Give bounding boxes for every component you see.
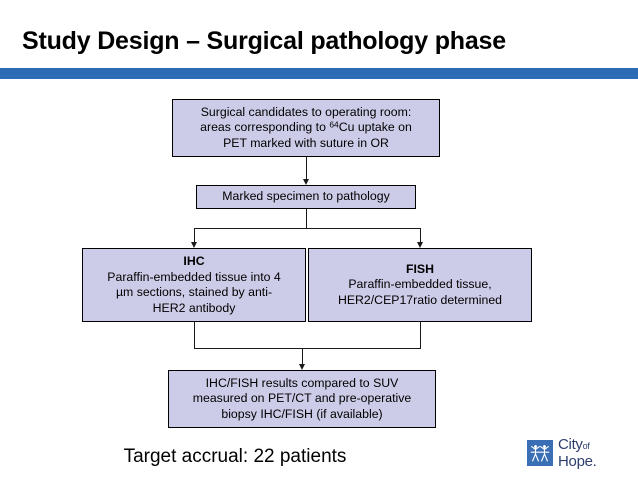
connector-operating-room-to-pathology	[306, 157, 307, 179]
flow-node-ihc-header: IHC	[183, 254, 205, 268]
arrowhead-to-ihc	[190, 242, 197, 248]
city-of-hope-logo-mark	[527, 440, 553, 466]
flow-node-results-line2: measured on PET/CT and pre-operative	[192, 391, 412, 406]
flow-node-ihc-line2: µm sections, stained by anti-	[115, 285, 273, 299]
flow-node-pathology-label: Marked specimen to pathology	[222, 189, 390, 204]
title-underline-bar	[0, 68, 638, 79]
arrowhead-to-pathology	[302, 179, 309, 185]
flow-node-results-line3: biopsy IHC/FISH (if available)	[221, 406, 383, 421]
flow-node-ihc: IHC Paraffin-embedded tissue into 4 µm s…	[82, 248, 306, 322]
flow-node-fish-line1: Paraffin-embedded tissue,	[348, 277, 492, 292]
flow-node-operating-room-line3: PET marked with suture in OR	[223, 135, 389, 150]
two-figures-icon	[527, 440, 553, 466]
flow-node-operating-room-line2-pre: areas corresponding to	[200, 120, 330, 135]
connector-pathology-split-bar	[194, 228, 420, 229]
flow-node-fish-line2: HER2/CEP17ratio determined	[337, 292, 503, 307]
logo-line-hope: Hope.	[558, 453, 597, 470]
logo-line-city: Cityof	[558, 437, 597, 454]
logo-word-of: of	[582, 441, 590, 451]
connector-merge-stem	[302, 348, 303, 364]
flow-node-operating-room-line2-post: Cu uptake on	[338, 120, 412, 135]
city-of-hope-wordmark: Cityof Hope.	[558, 437, 597, 469]
flow-node-operating-room-line1: Surgical candidates to operating room:	[200, 104, 412, 119]
isotope-superscript-64: 64	[329, 119, 339, 130]
arrowhead-to-fish	[416, 242, 423, 248]
arrowhead-to-results	[298, 364, 305, 370]
flow-node-operating-room-line2: areas corresponding to 64Cu uptake on	[200, 120, 412, 136]
flow-node-fish: FISH Paraffin-embedded tissue, HER2/CEP1…	[308, 248, 532, 322]
connector-merge-bar	[194, 348, 421, 349]
connector-split-left-drop	[194, 228, 195, 242]
logo-word-city: City	[558, 436, 583, 453]
flow-node-ihc-line3: HER2 antibody	[152, 300, 236, 315]
flow-node-fish-header: FISH	[405, 261, 434, 276]
flow-node-pathology: Marked specimen to pathology	[196, 185, 416, 209]
flow-node-operating-room: Surgical candidates to operating room: a…	[172, 99, 440, 157]
connector-split-right-drop	[420, 228, 421, 242]
connector-fish-drop	[420, 322, 421, 348]
page-title: Study Design – Surgical pathology phase	[22, 27, 506, 55]
flow-node-results-line1: IHC/FISH results compared to SUV	[205, 375, 399, 390]
flow-node-results: IHC/FISH results compared to SUV measure…	[168, 370, 436, 428]
connector-ihc-drop	[194, 322, 195, 348]
flow-node-ihc-line1: Paraffin-embedded tissue into 4	[107, 269, 281, 284]
connector-pathology-stem	[306, 209, 307, 228]
city-of-hope-logo: Cityof Hope.	[527, 432, 631, 474]
target-accrual-text: Target accrual: 22 patients	[123, 446, 347, 467]
